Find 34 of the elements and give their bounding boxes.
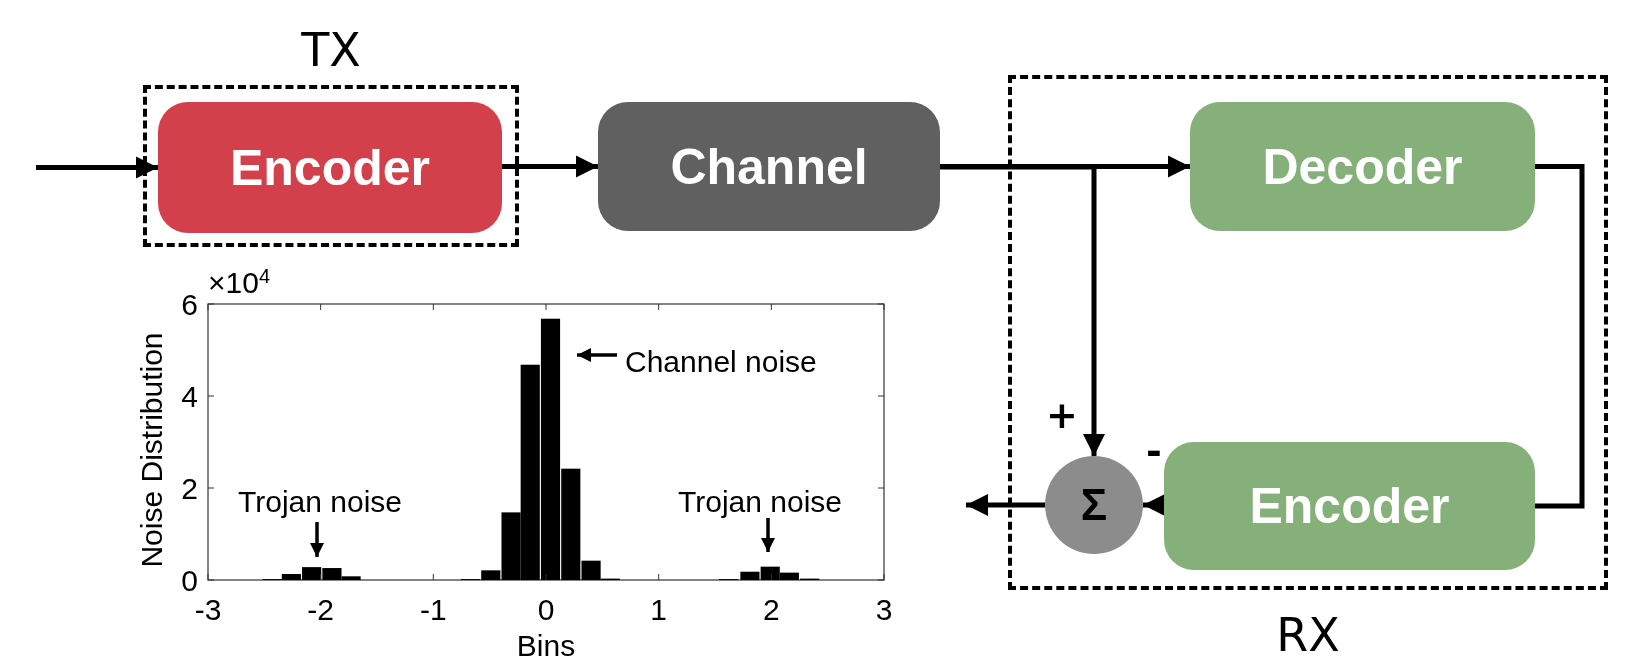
process-block bbox=[598, 102, 940, 231]
block-label: Decoder bbox=[1262, 141, 1463, 192]
block-label: Encoder bbox=[1249, 481, 1450, 531]
connector-arrow bbox=[966, 494, 1045, 516]
group-label: RX bbox=[1276, 612, 1340, 658]
tick-label: 3 bbox=[875, 593, 893, 626]
axis-title: Bins bbox=[516, 629, 576, 662]
annotation-label: Channel noise bbox=[625, 345, 817, 378]
connector-arrow bbox=[502, 155, 598, 178]
tick-label: 1 bbox=[650, 593, 667, 626]
tick-label: -2 bbox=[307, 593, 334, 626]
process-block bbox=[158, 102, 502, 233]
block-label: Channel bbox=[670, 141, 868, 192]
connector-arrow bbox=[940, 164, 1105, 456]
annotation-label: Trojan noise bbox=[238, 485, 402, 518]
axis-title: Noise Distribution bbox=[135, 332, 168, 568]
sign-label: - bbox=[1146, 432, 1162, 470]
axis-multiplier: ×10$^{4}$ bbox=[208, 266, 270, 298]
process-block bbox=[1190, 102, 1535, 231]
sign-label: + bbox=[1046, 396, 1078, 434]
tick-label: 2 bbox=[181, 472, 198, 505]
tick-label: 0 bbox=[537, 593, 555, 626]
sum-symbol: Σ bbox=[1080, 483, 1108, 527]
tick-label: 2 bbox=[763, 593, 780, 626]
connector-arrow bbox=[1143, 494, 1165, 516]
tick-label: -1 bbox=[420, 593, 447, 626]
tick-label: 4 bbox=[181, 380, 198, 413]
tick-label: 6 bbox=[181, 288, 198, 321]
annotation-label: Trojan noise bbox=[678, 485, 842, 518]
connector-arrow bbox=[36, 156, 158, 179]
block-label: Encoder bbox=[229, 142, 431, 193]
connector-arrow bbox=[940, 155, 1190, 178]
group-label: TX bbox=[301, 27, 361, 73]
process-block bbox=[1164, 442, 1535, 570]
